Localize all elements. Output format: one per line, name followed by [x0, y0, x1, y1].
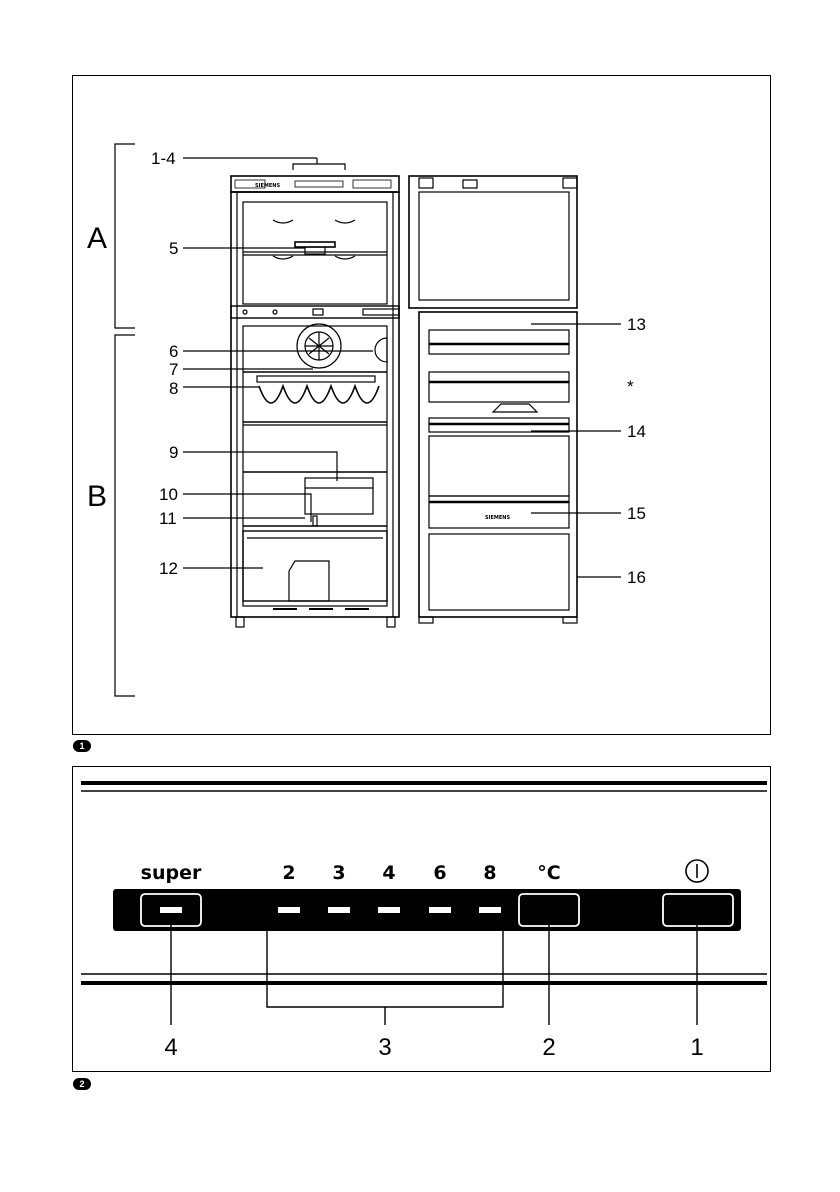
- callout-14: 14: [627, 422, 646, 441]
- bracket-b: [115, 335, 135, 696]
- callout-15: 15: [627, 504, 646, 523]
- section-a-label: A: [87, 222, 107, 255]
- temp-indicator-3: [328, 907, 350, 913]
- bracket-a: [115, 144, 135, 328]
- callout-6: 6: [169, 342, 178, 361]
- fridge-drawing: SIEMENS SIEMENS A B 1-4 5 6 7 8 9 10 11 …: [73, 76, 772, 736]
- temp-indicator-4: [378, 907, 400, 913]
- temp-label-2: 2: [282, 862, 295, 884]
- control-panel-drawing: super 2 3 4 6 8 °C 4 3 2 1: [73, 767, 772, 1073]
- super-label: super: [141, 862, 202, 884]
- brand-logo-door: SIEMENS: [485, 515, 510, 521]
- super-indicator-light: [160, 907, 182, 913]
- callout-star: *: [627, 377, 634, 396]
- temp-indicator-8: [479, 907, 501, 913]
- celsius-label: °C: [537, 862, 560, 884]
- callout-2: 2: [542, 1034, 555, 1061]
- temp-label-6: 6: [433, 862, 446, 884]
- figure-1-fridge-diagram: SIEMENS SIEMENS A B 1-4 5 6 7 8 9 10 11 …: [72, 75, 771, 735]
- callout-leaders: [171, 917, 697, 1025]
- temp-label-8: 8: [483, 862, 496, 884]
- callout-4: 4: [164, 1034, 177, 1061]
- callout-11: 11: [159, 509, 177, 528]
- temp-indicator-6: [429, 907, 451, 913]
- callout-3: 3: [378, 1034, 391, 1061]
- fridge-cabinet-open: [231, 176, 399, 627]
- fridge-door-inside: [409, 176, 577, 623]
- callout-16: 16: [627, 568, 646, 587]
- temp-label-3: 3: [332, 862, 345, 884]
- callout-1-4: 1-4: [151, 149, 176, 168]
- leader-lines: [183, 158, 621, 577]
- temp-indicator-2: [278, 907, 300, 913]
- brand-logo-left: SIEMENS: [255, 183, 280, 189]
- callout-8: 8: [169, 379, 178, 398]
- callout-9: 9: [169, 443, 178, 462]
- figure-2-control-panel: super 2 3 4 6 8 °C 4 3 2 1: [72, 766, 771, 1072]
- callout-5: 5: [169, 239, 178, 258]
- callout-13: 13: [627, 315, 646, 334]
- figure-1-badge: 1: [73, 740, 91, 752]
- power-icon: [686, 860, 708, 882]
- callout-1: 1: [690, 1034, 703, 1061]
- temp-label-4: 4: [382, 862, 395, 884]
- figure-2-badge: 2: [73, 1078, 91, 1090]
- section-b-label: B: [87, 480, 107, 513]
- callout-10: 10: [159, 485, 178, 504]
- callout-7: 7: [169, 360, 178, 379]
- control-strip: [113, 889, 741, 931]
- callout-12: 12: [159, 559, 178, 578]
